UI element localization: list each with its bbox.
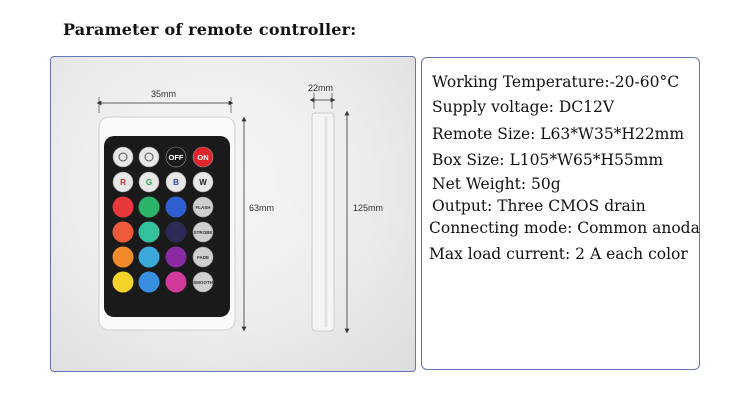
color-button[interactable]: [112, 196, 134, 218]
remote-button-label: OFF: [169, 153, 184, 162]
page-heading: Parameter of remote controller:: [63, 20, 357, 39]
remote-button-label: G: [146, 178, 152, 187]
spec-line: Max load current: 2 A each color: [429, 245, 688, 263]
spec-line: Supply voltage: DC12V: [432, 98, 615, 116]
brightness-up-icon: [118, 152, 128, 162]
spec-line: Working Temperature:-20-60°C: [432, 73, 680, 91]
mode-button[interactable]: [192, 196, 214, 218]
color-button[interactable]: [138, 271, 160, 293]
color-button[interactable]: [165, 246, 187, 268]
color-button[interactable]: [112, 221, 134, 243]
width-dimension-label: 35mm: [151, 89, 176, 99]
depth-dimension-label: 22mm: [308, 83, 333, 93]
brightness-down-icon: [144, 152, 154, 162]
spec-line: Net Weight: 50g: [432, 175, 561, 193]
spec-line: Remote Size: L63*W35*H22mm: [432, 125, 685, 143]
color-button[interactable]: [138, 246, 160, 268]
channel-button-b[interactable]: [165, 171, 187, 193]
channel-button-g[interactable]: [138, 171, 160, 193]
mode-button[interactable]: [192, 271, 214, 293]
spec-line: Output: Three CMOS drain: [432, 197, 646, 215]
spec-line: Connecting mode: Common anoda: [429, 219, 700, 237]
length-dimension-label: 125mm: [353, 203, 383, 213]
brightness-up-button[interactable]: [112, 146, 134, 168]
color-button[interactable]: [112, 271, 134, 293]
color-button[interactable]: [165, 271, 187, 293]
height-dimension-label: 63mm: [249, 203, 274, 213]
brightness-down-button[interactable]: [138, 146, 160, 168]
mode-button[interactable]: [192, 221, 214, 243]
remote-photo-panel: 35mm OFF ON R G B W FLASH STROBE FADE SMOOTH 63mm…: [50, 56, 416, 372]
mode-button-label: FADE: [197, 255, 209, 260]
color-button[interactable]: [138, 221, 160, 243]
mode-button-label: SMOOTH: [193, 280, 213, 285]
spec-line: Box Size: L105*W65*H55mm: [432, 151, 664, 169]
color-button[interactable]: [165, 196, 187, 218]
mode-button-label: FLASH: [196, 205, 211, 210]
remote-button-label: ON: [197, 153, 208, 162]
channel-button-w[interactable]: [192, 171, 214, 193]
remote-button-label: W: [199, 178, 207, 187]
remote-side-view: [311, 112, 335, 332]
channel-button-r[interactable]: [112, 171, 134, 193]
remote-illustration: 35mm OFF ON R G B W FLASH STROBE FADE SMOOTH 63mm…: [96, 83, 383, 334]
off-button[interactable]: [165, 146, 187, 168]
color-button[interactable]: [165, 221, 187, 243]
color-button[interactable]: [138, 196, 160, 218]
on-button[interactable]: [192, 146, 214, 168]
mode-button[interactable]: [192, 246, 214, 268]
specification-panel: Working Temperature:-20-60°C Supply volta…: [421, 57, 700, 370]
remote-button-label: R: [120, 178, 126, 187]
remote-button-label: B: [173, 178, 179, 187]
mode-button-label: STROBE: [194, 230, 213, 235]
color-button[interactable]: [112, 246, 134, 268]
